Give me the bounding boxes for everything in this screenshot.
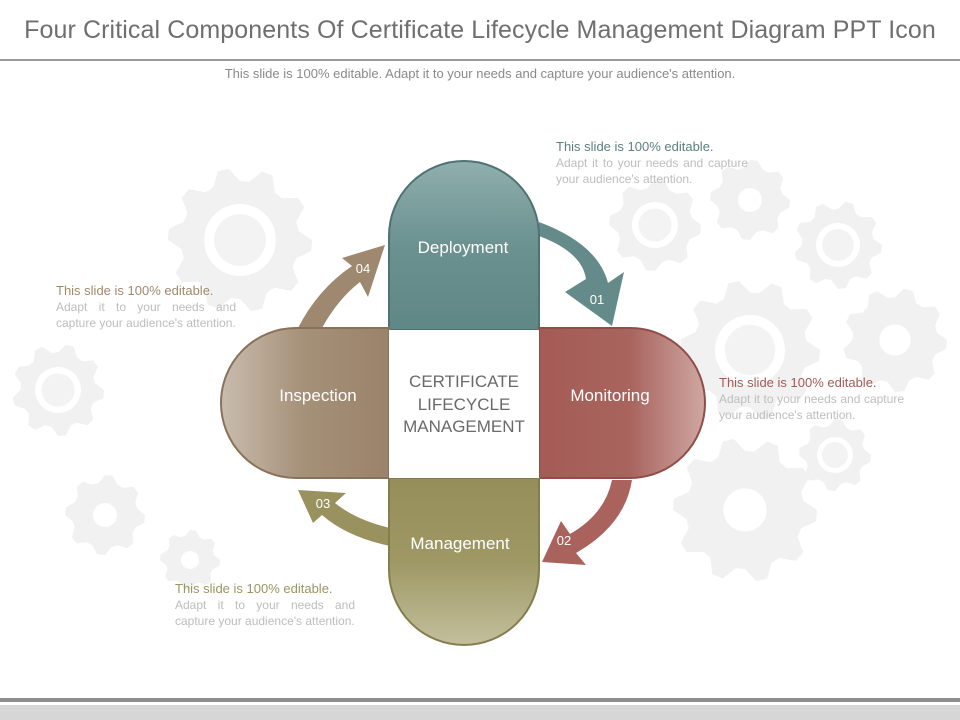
gear-hole (181, 551, 199, 569)
slide-title: Four Critical Components Of Certificate … (24, 16, 936, 44)
gear-hole (738, 188, 762, 212)
step-number-04: 04 (356, 261, 370, 276)
management-label: Management (410, 534, 510, 553)
inspection-callout: This slide is 100% editable. Adapt it to… (56, 283, 236, 331)
center-title-line-2: LIFECYCLE (418, 395, 511, 414)
management-callout-body: Adapt it to your needs and capture your … (175, 598, 355, 628)
management-petal (388, 477, 540, 646)
center-box (389, 330, 539, 478)
inspection-label: Inspection (279, 386, 357, 405)
footer-band (0, 705, 960, 720)
inspection-callout-body: Adapt it to your needs and capture your … (56, 300, 236, 330)
management-callout-heading: This slide is 100% editable. (175, 581, 333, 596)
arrow-04 (298, 245, 385, 328)
title-divider (0, 59, 960, 61)
monitoring-label: Monitoring (570, 386, 649, 405)
arrow-01 (539, 222, 624, 326)
slide-subtitle: This slide is 100% editable. Adapt it to… (224, 66, 736, 81)
step-number-01: 01 (590, 292, 604, 307)
gear-hub (41, 373, 75, 407)
gear-hub (214, 214, 266, 266)
monitoring-callout: This slide is 100% editable. Adapt it to… (719, 375, 904, 423)
gear-hub (822, 442, 848, 468)
step-number-03: 03 (316, 496, 330, 511)
monitoring-callout-body: Adapt it to your needs and capture your … (719, 392, 904, 422)
arrow-02 (542, 480, 632, 565)
gear-hole (93, 503, 117, 527)
footer-divider (0, 698, 960, 702)
gear-hole (723, 488, 767, 532)
deployment-callout-heading: This slide is 100% editable. (556, 139, 714, 154)
inspection-petal (220, 327, 390, 479)
gear-hub (638, 208, 672, 242)
gear-hole (879, 324, 911, 356)
deployment-label: Deployment (418, 238, 509, 257)
gear-hub (724, 324, 776, 376)
step-number-02: 02 (557, 533, 571, 548)
deployment-petal (388, 160, 540, 331)
arrow-03 (298, 490, 390, 546)
management-callout: This slide is 100% editable. Adapt it to… (175, 581, 355, 629)
center-title-line-3: MANAGEMENT (403, 417, 525, 436)
deployment-callout-body: Adapt it to your needs and capture your … (556, 156, 748, 186)
inspection-callout-heading: This slide is 100% editable. (56, 283, 214, 298)
center-title-line-1: CERTIFICATE (409, 372, 519, 391)
monitoring-callout-heading: This slide is 100% editable. (719, 375, 877, 390)
deployment-callout: This slide is 100% editable. Adapt it to… (556, 139, 748, 187)
gear-hub (822, 229, 854, 261)
monitoring-petal (538, 327, 706, 479)
